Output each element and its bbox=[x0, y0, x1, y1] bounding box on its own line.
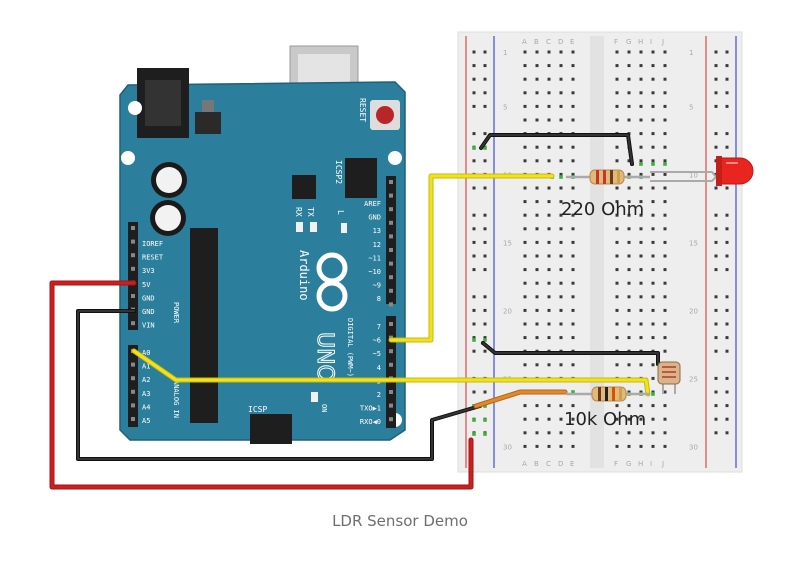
pin-label: 7 bbox=[377, 323, 381, 331]
column-letter-bottom: J bbox=[661, 460, 664, 468]
label-10k-ohm: 10k Ohm bbox=[564, 409, 646, 430]
column-letter-top: H bbox=[638, 38, 643, 46]
breadboard-holes bbox=[472, 50, 729, 448]
column-letter-top: B bbox=[534, 38, 539, 46]
pin-label: 5V bbox=[142, 281, 151, 289]
pin-label: A0 bbox=[142, 349, 150, 357]
l-label: L bbox=[336, 210, 345, 215]
pin-label: VIN bbox=[142, 322, 155, 330]
pin-label: 3V3 bbox=[142, 267, 155, 275]
column-letter-bottom: I bbox=[650, 460, 652, 468]
column-letter-top: C bbox=[546, 38, 551, 46]
column-letter-bottom: D bbox=[558, 460, 563, 468]
pin-label: A5 bbox=[142, 417, 150, 425]
ldr-sensor bbox=[657, 361, 681, 394]
arduino-board: RESET ICSP2 TX RX L Arduino UNO DIGITAL … bbox=[119, 45, 406, 444]
column-letter-top: I bbox=[650, 38, 652, 46]
pin-label: ~9 bbox=[373, 282, 381, 290]
row-number-right: 30 bbox=[689, 443, 698, 451]
row-number-left: 20 bbox=[503, 307, 512, 315]
pin-label: 13 bbox=[373, 227, 381, 235]
pin-label: IOREF bbox=[142, 240, 163, 248]
column-letter-top: E bbox=[570, 38, 574, 46]
icsp-label: ICSP bbox=[248, 405, 267, 414]
pin-label: ~10 bbox=[368, 268, 381, 276]
pin-label: 4 bbox=[377, 364, 381, 372]
pin-label: RXO◀0 bbox=[360, 418, 381, 426]
pin-label: GND bbox=[368, 214, 381, 222]
column-letter-bottom: E bbox=[570, 460, 574, 468]
row-number-left: 30 bbox=[503, 443, 512, 451]
column-letter-top: F bbox=[614, 38, 618, 46]
pin-label: AREF bbox=[364, 200, 381, 208]
column-letter-top: D bbox=[558, 38, 563, 46]
pin-label: RESET bbox=[142, 254, 164, 262]
analog-in-label: ANALOG IN bbox=[172, 380, 180, 418]
pin-label: GND bbox=[142, 294, 155, 302]
column-letter-bottom: C bbox=[546, 460, 551, 468]
row-number-left: 15 bbox=[503, 239, 512, 247]
reset-label: RESET bbox=[358, 98, 367, 122]
row-number-right: 15 bbox=[689, 239, 698, 247]
column-letter-bottom: B bbox=[534, 460, 539, 468]
on-label: ON bbox=[320, 404, 328, 412]
pin-label: GND bbox=[142, 308, 155, 316]
row-number-right: 1 bbox=[689, 49, 693, 57]
pin-label: ~6 bbox=[373, 337, 381, 345]
column-letter-bottom: H bbox=[638, 460, 643, 468]
column-letter-top: J bbox=[661, 38, 664, 46]
row-number-right: 20 bbox=[689, 307, 698, 315]
pin-label: A2 bbox=[142, 376, 150, 384]
pin-label: ~5 bbox=[373, 350, 381, 358]
pin-label: 2 bbox=[377, 391, 381, 399]
wires bbox=[49, 133, 660, 490]
row-number-left: 5 bbox=[503, 103, 507, 111]
row-number-right: 5 bbox=[689, 103, 693, 111]
tx-label: TX bbox=[306, 207, 315, 217]
pin-label: TXO▶1 bbox=[360, 405, 381, 413]
pin-label: A4 bbox=[142, 403, 150, 411]
uno-label: UNO bbox=[312, 332, 337, 382]
column-letter-bottom: A bbox=[522, 460, 527, 468]
label-220-ohm: 220 Ohm bbox=[561, 199, 644, 220]
row-number-right: 10 bbox=[689, 171, 698, 179]
row-number-left: 1 bbox=[503, 49, 507, 57]
pin-label: A1 bbox=[142, 363, 150, 371]
rx-label: RX bbox=[294, 207, 303, 217]
icsp2-label: ICSP2 bbox=[334, 160, 343, 184]
arduino-brand: Arduino bbox=[297, 250, 311, 301]
pin-label: A3 bbox=[142, 390, 150, 398]
digital-label: DIGITAL (PWM~) bbox=[346, 318, 354, 377]
power-label: POWER bbox=[172, 302, 180, 324]
column-letter-bottom: F bbox=[614, 460, 618, 468]
column-letter-top: A bbox=[522, 38, 527, 46]
led-red bbox=[650, 156, 754, 186]
diagram-caption: LDR Sensor Demo bbox=[332, 512, 468, 530]
pin-label: 12 bbox=[373, 241, 381, 249]
resistor-10k bbox=[566, 386, 650, 402]
column-letter-bottom: G bbox=[626, 460, 631, 468]
pin-label: ~11 bbox=[368, 254, 381, 262]
column-letter-top: G bbox=[626, 38, 631, 46]
row-number-right: 25 bbox=[689, 375, 698, 383]
arduino-infinity-logo bbox=[316, 252, 348, 312]
pin-label: 8 bbox=[377, 295, 381, 303]
resistor-220 bbox=[566, 169, 650, 185]
